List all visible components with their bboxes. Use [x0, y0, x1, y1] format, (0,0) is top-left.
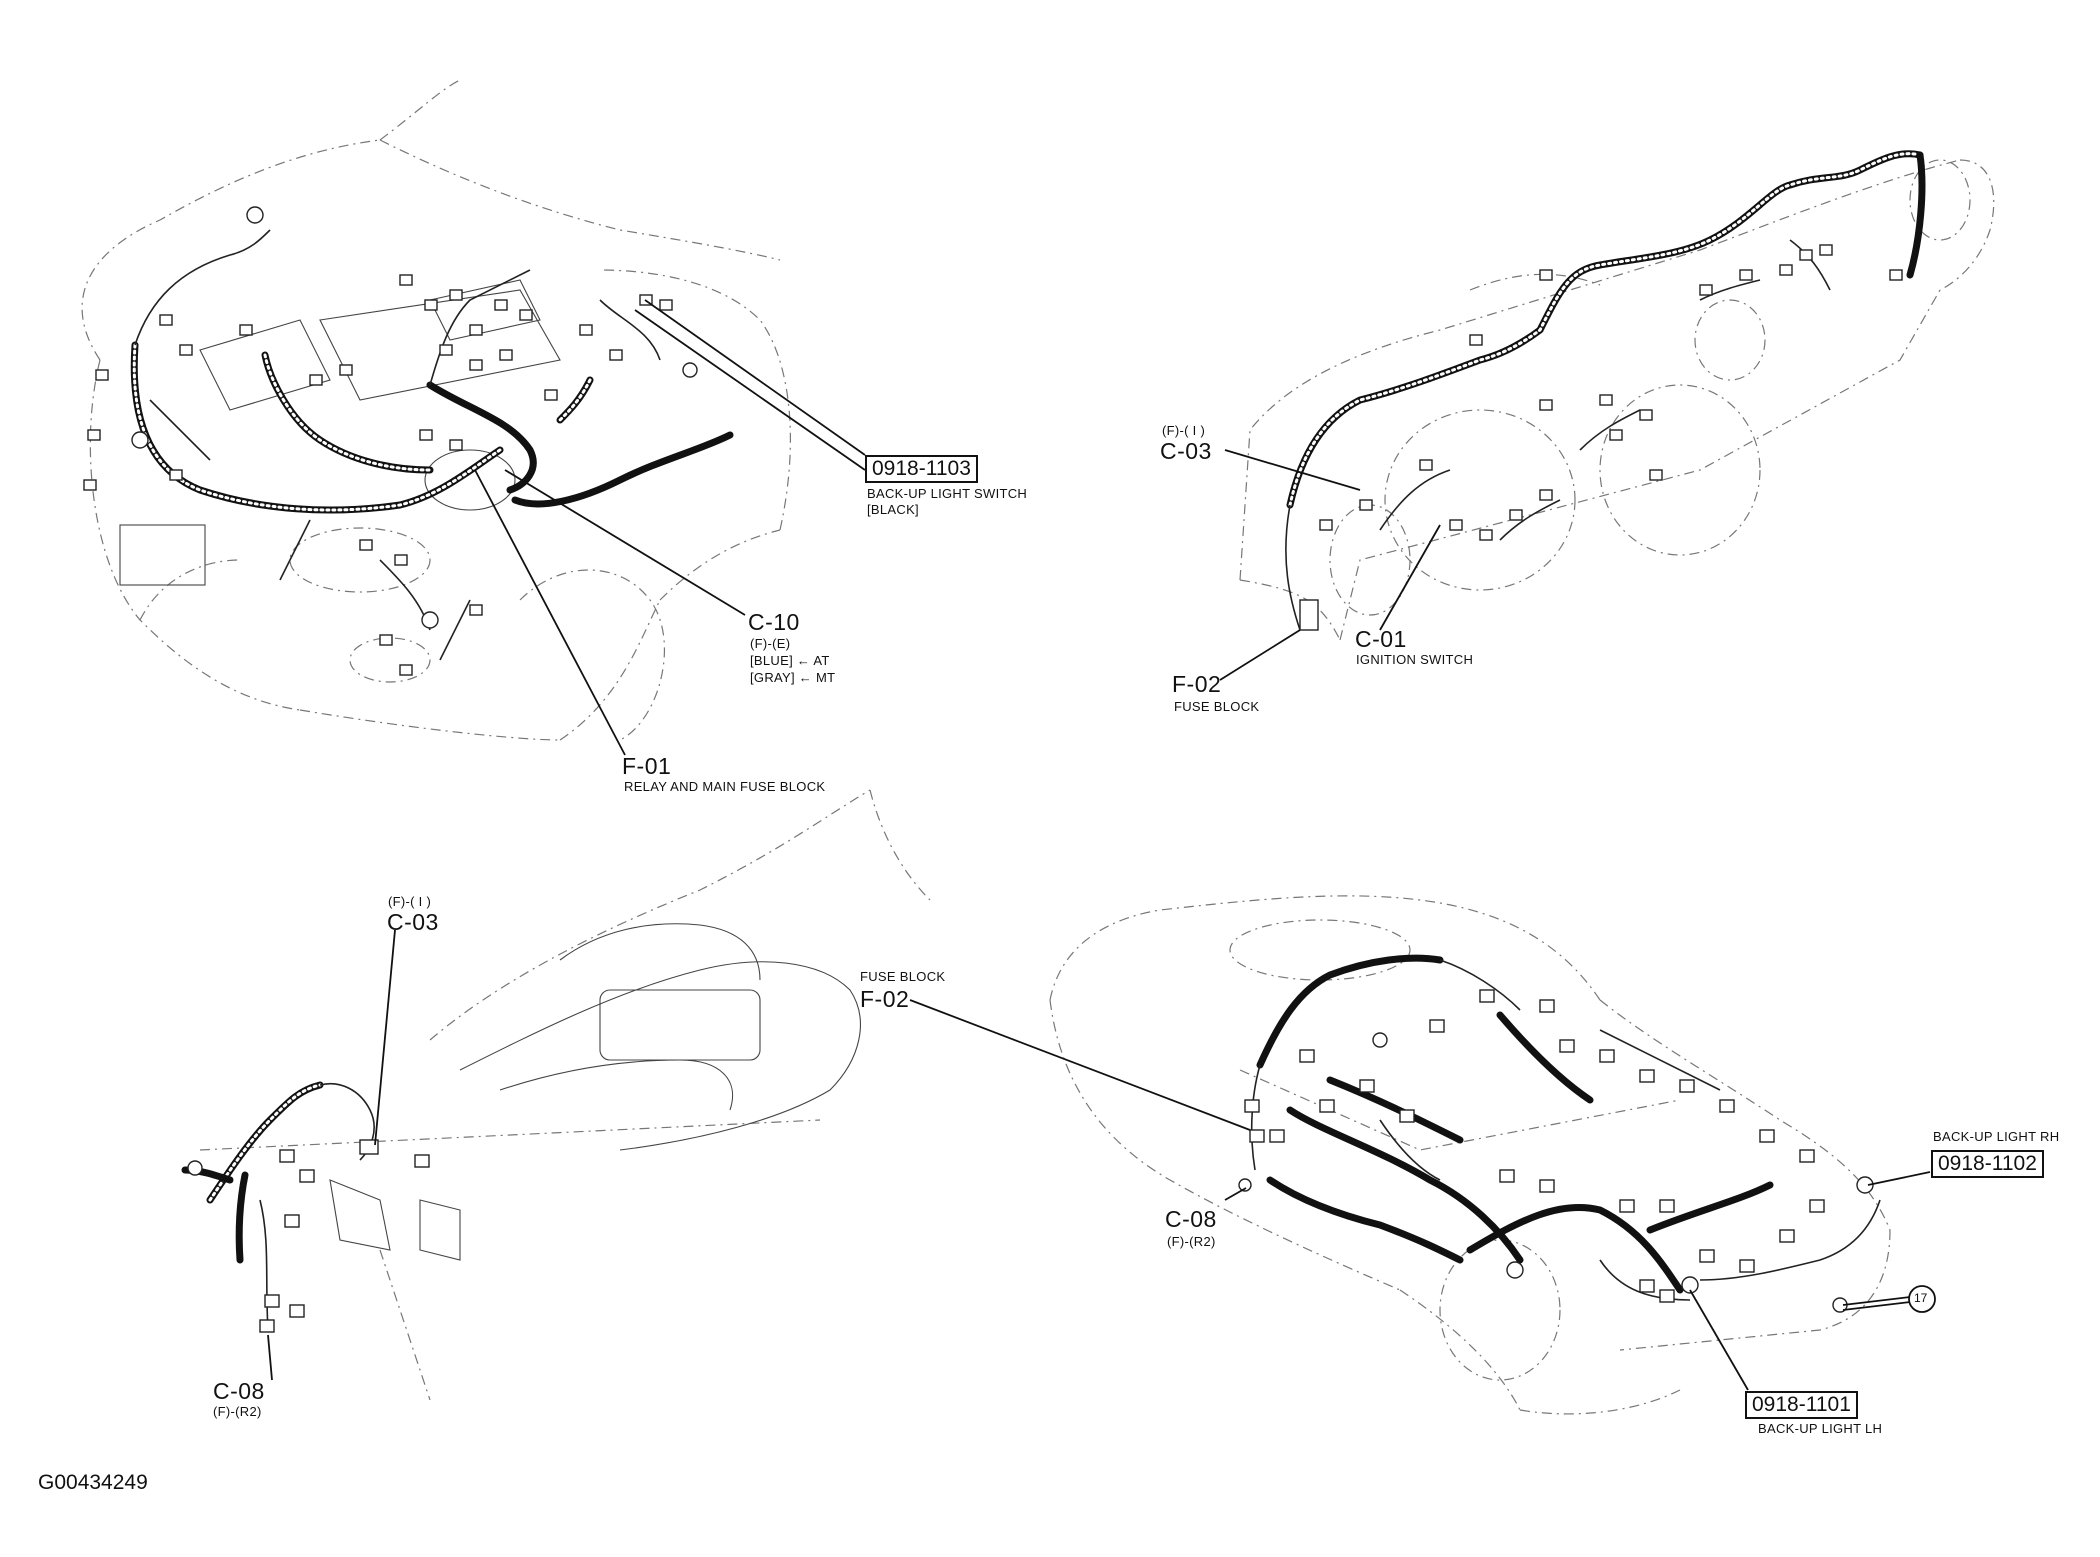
connector-c03-top-sub: (F)-( I ) [1162, 423, 1206, 438]
fuse-block-f01-desc: RELAY AND MAIN FUSE BLOCK [624, 779, 826, 794]
connector-c01-code: C-01 [1355, 626, 1407, 652]
fuse-block-f02-top-code: F-02 [1172, 671, 1222, 697]
connector-c10-gray: [GRAY] ← MT [750, 670, 836, 685]
connector-c03-top-code: C-03 [1160, 438, 1212, 464]
ground-ref-icon [1908, 1285, 1936, 1313]
fuse-block-f02-top-desc: FUSE BLOCK [1174, 699, 1260, 714]
driver-side-view [181, 789, 931, 1401]
connector-c08-br-sub: (F)-(R2) [1167, 1234, 1216, 1249]
backup-light-lh-label: BACK-UP LIGHT LH [1758, 1421, 1883, 1436]
fuse-block-f02-br-code: F-02 [860, 986, 910, 1012]
backup-light-switch-label: BACK-UP LIGHT SWITCH [867, 486, 1028, 501]
backup-light-switch-color: [BLACK] [867, 502, 919, 517]
fuse-block-f02-br-desc: FUSE BLOCK [860, 969, 946, 984]
connector-c03-bl-code: C-03 [387, 909, 439, 935]
ground-ref-number: 17 [1914, 1291, 1928, 1305]
figure-id: G00434249 [38, 1471, 148, 1494]
part-number-0918-1102: 0918-1102 [1931, 1150, 2044, 1178]
ignition-switch-label: IGNITION SWITCH [1356, 652, 1474, 667]
rear-body-view [909, 895, 1931, 1415]
connector-c10-sub: (F)-(E) [750, 636, 791, 651]
engine-compartment-view [81, 79, 866, 756]
connector-c08-bl-code: C-08 [213, 1378, 265, 1404]
connector-c03-bl-sub: (F)-( I ) [388, 894, 432, 909]
connector-c10-code: C-10 [748, 609, 800, 635]
fuse-block-f01-code: F-01 [622, 753, 672, 779]
connector-c08-bl-sub: (F)-(R2) [213, 1404, 262, 1419]
part-number-0918-1103: 0918-1103 [865, 455, 978, 483]
connector-c10-blue: [BLUE] ← AT [750, 653, 830, 668]
part-number-0918-1101: 0918-1101 [1745, 1391, 1858, 1419]
backup-light-rh-label: BACK-UP LIGHT RH [1933, 1129, 2060, 1144]
connector-c08-br-code: C-08 [1165, 1206, 1217, 1232]
instrument-panel-view [1219, 150, 1995, 681]
